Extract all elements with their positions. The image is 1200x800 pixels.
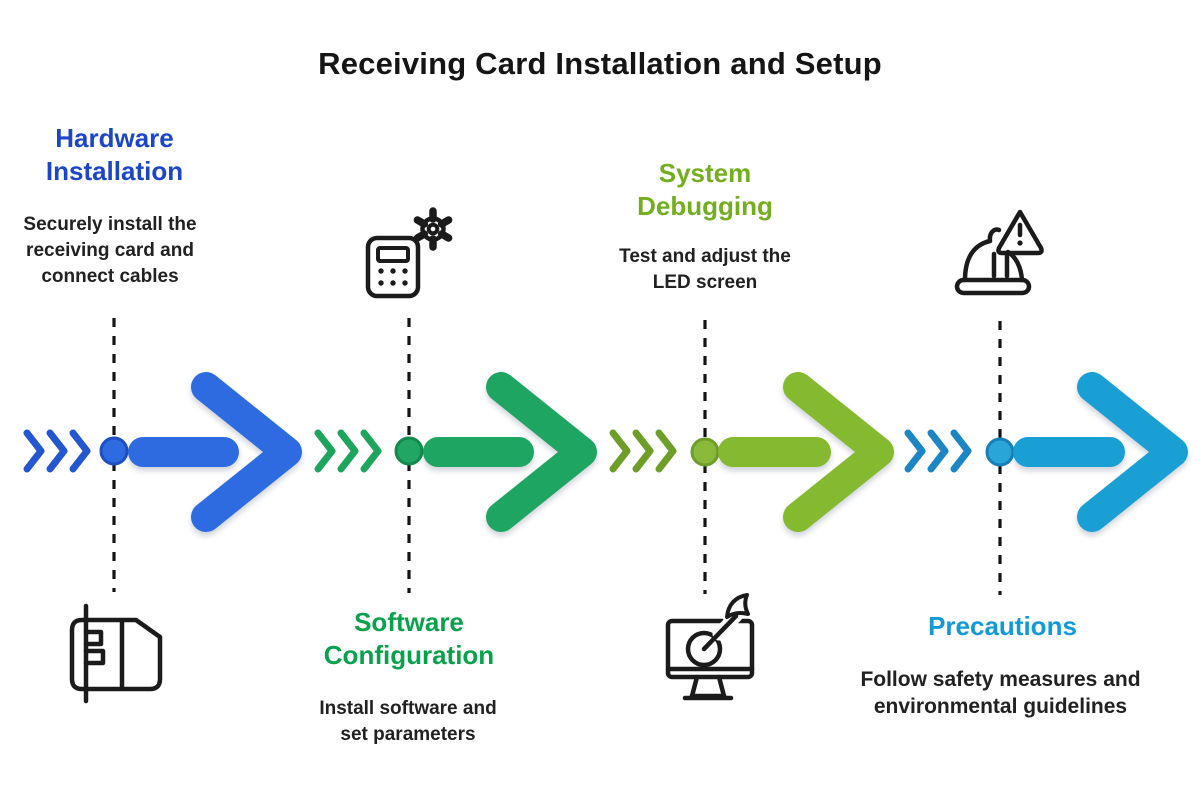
step1-node-dot bbox=[99, 436, 129, 466]
step4-title: Precautions bbox=[900, 610, 1105, 643]
step2-flow-arrow-icon bbox=[423, 372, 597, 532]
calculator-gear-icon bbox=[365, 207, 453, 299]
monitor-dart-icon bbox=[665, 590, 755, 701]
step1-title-line1: Hardware bbox=[55, 123, 174, 153]
step1-graphics bbox=[23, 318, 302, 704]
step3-graphics bbox=[609, 320, 894, 701]
step3-node-dot bbox=[690, 437, 720, 467]
step4-graphics bbox=[904, 209, 1188, 595]
step3-title-line2: Debugging bbox=[637, 191, 773, 221]
receiving-card-icon bbox=[69, 603, 163, 704]
step1-chevrons-icon bbox=[23, 429, 91, 473]
step3-title-line1: System bbox=[658, 158, 752, 188]
step3-chevrons-icon bbox=[609, 429, 677, 473]
page-title: Receiving Card Installation and Setup bbox=[318, 46, 882, 81]
step3-title: System Debugging bbox=[605, 157, 805, 223]
step2-title-line2: Configuration bbox=[323, 640, 495, 670]
step1-title-line2: Installation bbox=[45, 156, 184, 186]
step1-title: Hardware Installation bbox=[12, 122, 217, 188]
step2-title-line1: Software bbox=[354, 607, 464, 637]
step2-graphics bbox=[314, 207, 597, 593]
step2-description: Install software and set parameters bbox=[319, 698, 497, 745]
step4-flow-arrow-icon bbox=[1013, 372, 1188, 532]
step1-flow-arrow-icon bbox=[128, 372, 302, 532]
step2-chevrons-icon bbox=[314, 429, 382, 473]
step4-chevrons-icon bbox=[904, 429, 972, 473]
step3-description: Test and adjust the LED screen bbox=[619, 246, 791, 293]
step3-flow-arrow-icon bbox=[718, 372, 894, 532]
step2-title: Software Configuration bbox=[309, 606, 509, 672]
step4-node-dot bbox=[985, 437, 1015, 467]
step2-node-dot bbox=[394, 436, 424, 466]
hardhat-warning-icon bbox=[954, 209, 1044, 296]
step4-description: Follow safety measures and environmental… bbox=[860, 668, 1141, 718]
step4-title-line1: Precautions bbox=[928, 611, 1077, 641]
step1-description: Securely install the receiving card and … bbox=[23, 214, 197, 287]
